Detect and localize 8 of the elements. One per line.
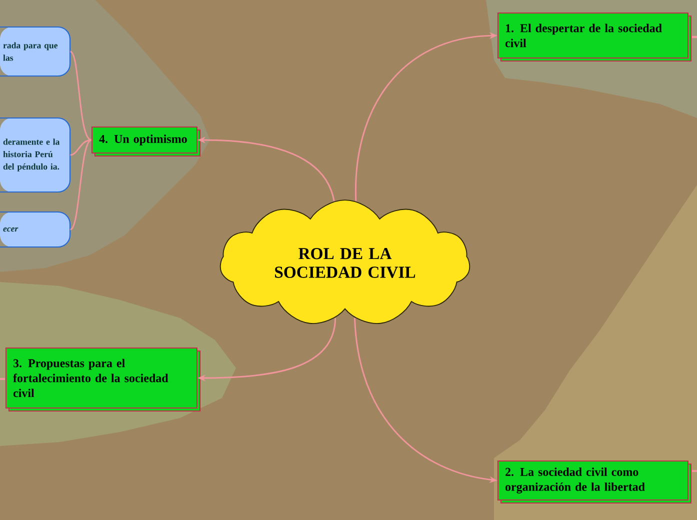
topic-box: 3. Propuestas para el fortalecimiento de la sociedad civil: [5, 347, 201, 412]
topic-box: 1. El despertar de la sociedad civil: [497, 12, 692, 62]
note-box: deramente e la historia Perú del péndulo ia.: [0, 117, 71, 193]
central-cloud: ROL DE LA SOCIEDAD CIVIL: [220, 200, 470, 324]
note-box: ecer: [0, 211, 71, 248]
note-box: rada para que las: [0, 26, 71, 77]
topic-box: 2. La sociedad civil como organización de la libertad: [497, 460, 692, 504]
topic-box: 4. Un optimismo: [91, 126, 201, 157]
